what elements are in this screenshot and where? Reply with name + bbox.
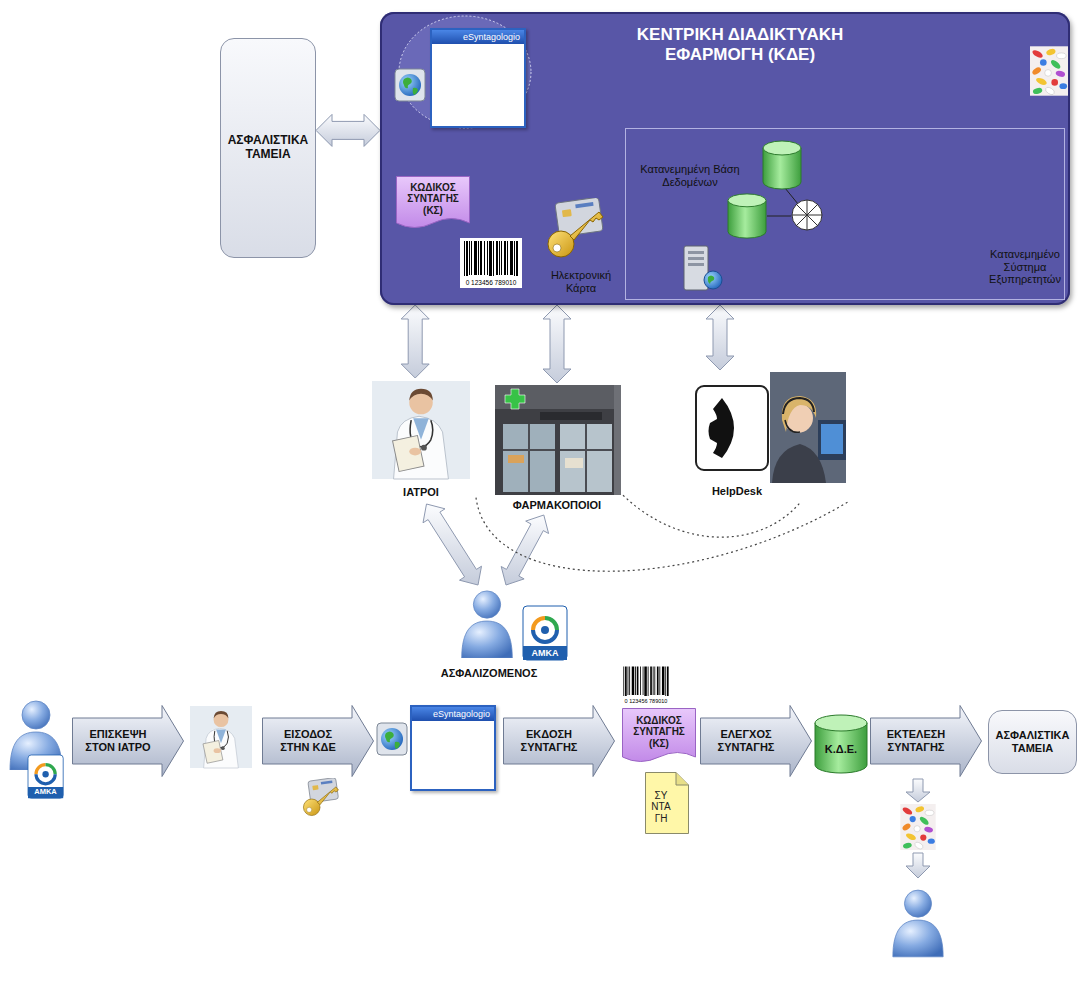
fund-box: ΑΣΦΑΛΙΣΤΙΚΑ ΤΑΜΕΙΑ <box>988 710 1077 774</box>
block-arrow <box>543 305 571 383</box>
block-arrow <box>501 515 548 585</box>
server-label: Κατανεμημένο Σύστημα Εξυπηρετητών <box>987 248 1063 286</box>
smart-card: Ηλεκτρονική Κάρτα <box>538 196 624 300</box>
block-arrow-shape <box>316 114 380 146</box>
amka-logo <box>28 755 63 798</box>
doctor-icon <box>190 706 252 768</box>
process-arrow: ΕΛΕΓΧΟΣ ΣΥΝΤΑΓΗΣ <box>700 705 812 777</box>
actor-label: ΑΣΦΑΛΙΖΟΜΕΝΟΣ <box>436 667 542 680</box>
document-label: ΚΩΔΙΚΟΣ ΣΥΝΤΑΓΗΣ (ΚΣ) <box>399 182 467 217</box>
database-icon <box>763 141 801 189</box>
window-title: eSyntagologio <box>412 707 494 721</box>
dotted-link-line <box>623 495 801 537</box>
amka-logo <box>523 606 567 660</box>
helpdesk-actor: HelpDesk <box>690 370 848 502</box>
dispense-arrow <box>906 853 930 878</box>
database-cylinder: Κ.Δ.Ε. <box>814 714 868 774</box>
barcode-digits: 0 123456 789010 <box>460 279 522 286</box>
pills-icon <box>900 804 935 850</box>
dotted-link-line <box>476 498 848 572</box>
block-arrow-shape <box>423 504 482 585</box>
step-label: ΕΠΙΣΚΕΨΗ ΣΤΟΝ ΙΑΤΡΟ <box>80 728 156 753</box>
code-document: ΚΩΔΙΚΟΣ ΣΥΝΤΑΓΗΣ (ΚΣ) <box>622 708 696 766</box>
platform-panel: ΚΕΝΤΡΙΚΗ ΔΙΑΔΙΚΤΥΑΚΗ ΕΦΑΡΜΟΓΗ (ΚΔΕ) eSynt… <box>380 12 1070 305</box>
document-label: ΚΩΔΙΚΟΣ ΣΥΝΤΑΓΗΣ (ΚΣ) <box>625 715 693 750</box>
step-label: ΕΙΣΟΔΟΣ ΣΤΗΝ ΚΔΕ <box>270 728 346 753</box>
box-label: ΑΣΦΑΛΙΣΤΙΚΑ ΤΑΜΕΙΑ <box>224 134 312 162</box>
dispense-arrow <box>906 779 930 802</box>
actor-label: ΙΑΤΡΟΙ <box>366 486 476 499</box>
block-arrow-shape <box>543 305 571 383</box>
operator-photo <box>770 372 846 483</box>
block-arrow-shape <box>706 305 734 370</box>
key-icon <box>548 197 603 257</box>
key-icon <box>303 777 338 815</box>
barcode-digits: 0 123456 789010 <box>620 698 672 704</box>
block-arrow <box>401 305 429 378</box>
block-arrow <box>316 114 380 146</box>
network-hub <box>792 200 822 230</box>
barcode <box>460 238 522 288</box>
block-arrow-shape <box>501 515 548 585</box>
process-arrow: ΕΙΣΟΔΟΣ ΣΤΗΝ ΚΔΕ <box>262 705 374 777</box>
database-label: Κ.Δ.Ε. <box>814 743 868 756</box>
pharmacists-actor: ΦΑΡΜΑΚΟΠΟΙΟΙ <box>491 383 623 515</box>
database-icon <box>728 194 766 238</box>
person-icon <box>462 591 513 658</box>
step-label: ΕΛΕΓΧΟΣ ΣΥΝΤΑΓΗΣ <box>708 728 784 753</box>
block-arrow-shape <box>401 305 429 378</box>
infrastructure-panel: Κατανεμημένη Βάση ΔεδομένωνΚατανεμημένο … <box>625 128 1065 300</box>
fund-box: ΑΣΦΑΛΙΣΤΙΚΑ ΤΑΜΕΙΑ <box>220 38 316 258</box>
globe-icon <box>377 723 407 755</box>
block-arrow <box>706 305 734 370</box>
process-arrow: ΕΠΙΣΚΕΨΗ ΣΤΟΝ ΙΑΤΡΟ <box>72 705 184 777</box>
app-window: eSyntagologio <box>410 705 496 791</box>
insured-actor: ΑΣΦΑΛΙΖΟΜΕΝΟΣ <box>436 585 576 685</box>
document-label: ΣΥ ΝΤΑ ΓΗ <box>647 790 675 825</box>
box-label: ΑΣΦΑΛΙΣΤΙΚΑ ΤΑΜΕΙΑ <box>991 729 1074 754</box>
actor-label: ΦΑΡΜΑΚΟΠΟΙΟΙ <box>491 499 623 512</box>
pills-icon <box>1030 46 1068 95</box>
dotted-link <box>623 495 801 537</box>
code-document: ΚΩΔΙΚΟΣ ΣΥΝΤΑΓΗΣ (ΚΣ) <box>396 176 470 232</box>
barcode <box>620 664 672 706</box>
logo-text: ΑΜΚΑ <box>28 788 63 797</box>
logo-text: ΑΜΚΑ <box>523 648 567 658</box>
prescription-document: ΣΥ ΝΤΑ ΓΗ <box>645 772 689 834</box>
step-label: ΕΚΔΟΣΗ ΣΥΝΤΑΓΗΣ <box>511 728 587 753</box>
app-window: eSyntagologio <box>430 28 526 128</box>
actor-label: HelpDesk <box>694 485 780 498</box>
doctors-actor: ΙΑΤΡΟΙ <box>366 378 476 504</box>
window-title: eSyntagologio <box>432 30 524 44</box>
globe-icon <box>395 69 425 101</box>
doctor-photo <box>372 381 470 479</box>
step-label: ΕΚΤΕΛΕΣΗ ΣΥΝΤΑΓΗΣ <box>878 728 954 753</box>
database-label: Κατανεμημένη Βάση Δεδομένων <box>625 163 755 188</box>
process-arrow: ΕΚΤΕΛΕΣΗ ΣΥΝΤΑΓΗΣ <box>870 705 982 777</box>
panel-title: ΚΕΝΤΡΙΚΗ ΔΙΑΔΙΚΤΥΑΚΗ ΕΦΑΡΜΟΓΗ (ΚΔΕ) <box>595 25 885 64</box>
pharmacy-photo <box>495 385 621 495</box>
dotted-link <box>476 498 848 572</box>
person-icon <box>893 890 943 957</box>
block-arrow <box>423 504 482 585</box>
icon-caption: Ηλεκτρονική Κάρτα <box>541 269 621 294</box>
process-arrow: ΕΚΔΟΣΗ ΣΥΝΤΑΓΗΣ <box>503 705 615 777</box>
phone-icon <box>696 386 768 470</box>
server-icon <box>684 246 722 290</box>
